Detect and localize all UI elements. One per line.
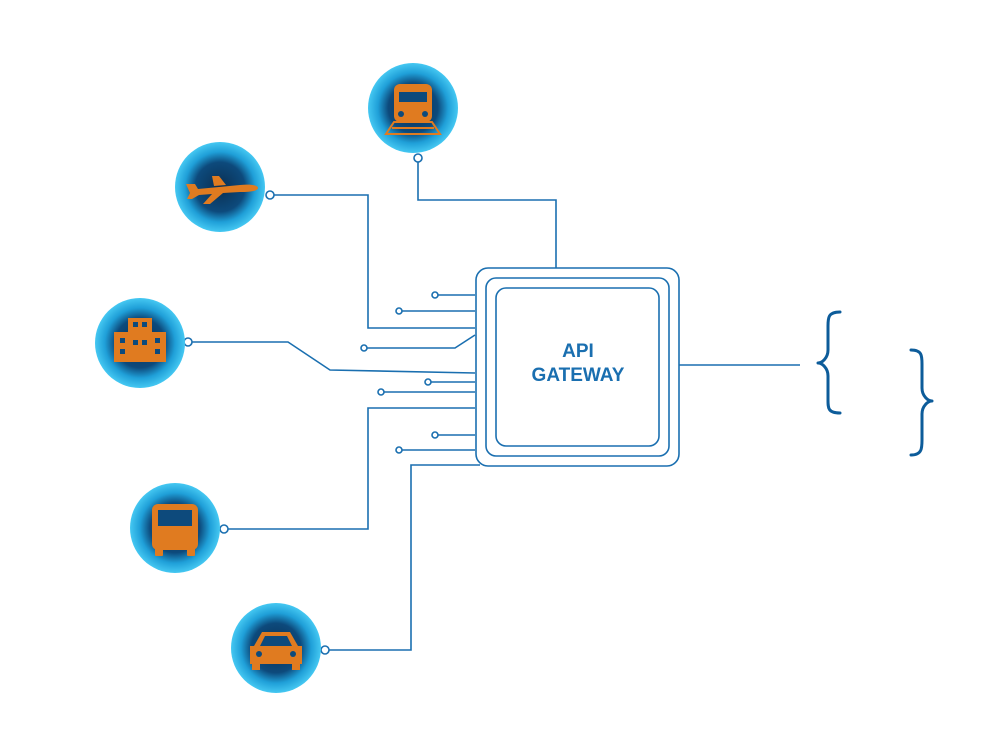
connector-plane xyxy=(271,194,475,329)
airplane-icon xyxy=(186,176,258,204)
node-train xyxy=(368,63,458,153)
api-gateway-label: API GATEWAY xyxy=(486,340,670,388)
brace-right xyxy=(909,348,934,457)
connector-bus xyxy=(224,407,475,530)
api-gateway-label-line2: GATEWAY xyxy=(531,365,625,386)
node-building xyxy=(95,298,185,388)
train-icon xyxy=(384,84,442,135)
building-icon xyxy=(114,318,166,362)
node-bus xyxy=(130,483,220,573)
bus-icon xyxy=(152,504,198,556)
car-icon xyxy=(250,632,302,670)
node-plane xyxy=(175,142,265,232)
api-gateway-chip xyxy=(475,267,680,467)
curly-braces-icon xyxy=(816,310,934,457)
connector-car xyxy=(326,464,480,651)
connector-train xyxy=(417,162,557,268)
connector-lines xyxy=(189,162,800,651)
api-gateway-label-line1: API xyxy=(562,341,594,362)
brace-left xyxy=(816,310,842,415)
connector-building xyxy=(189,341,476,374)
pin-dots xyxy=(183,153,439,655)
node-car xyxy=(231,603,321,693)
